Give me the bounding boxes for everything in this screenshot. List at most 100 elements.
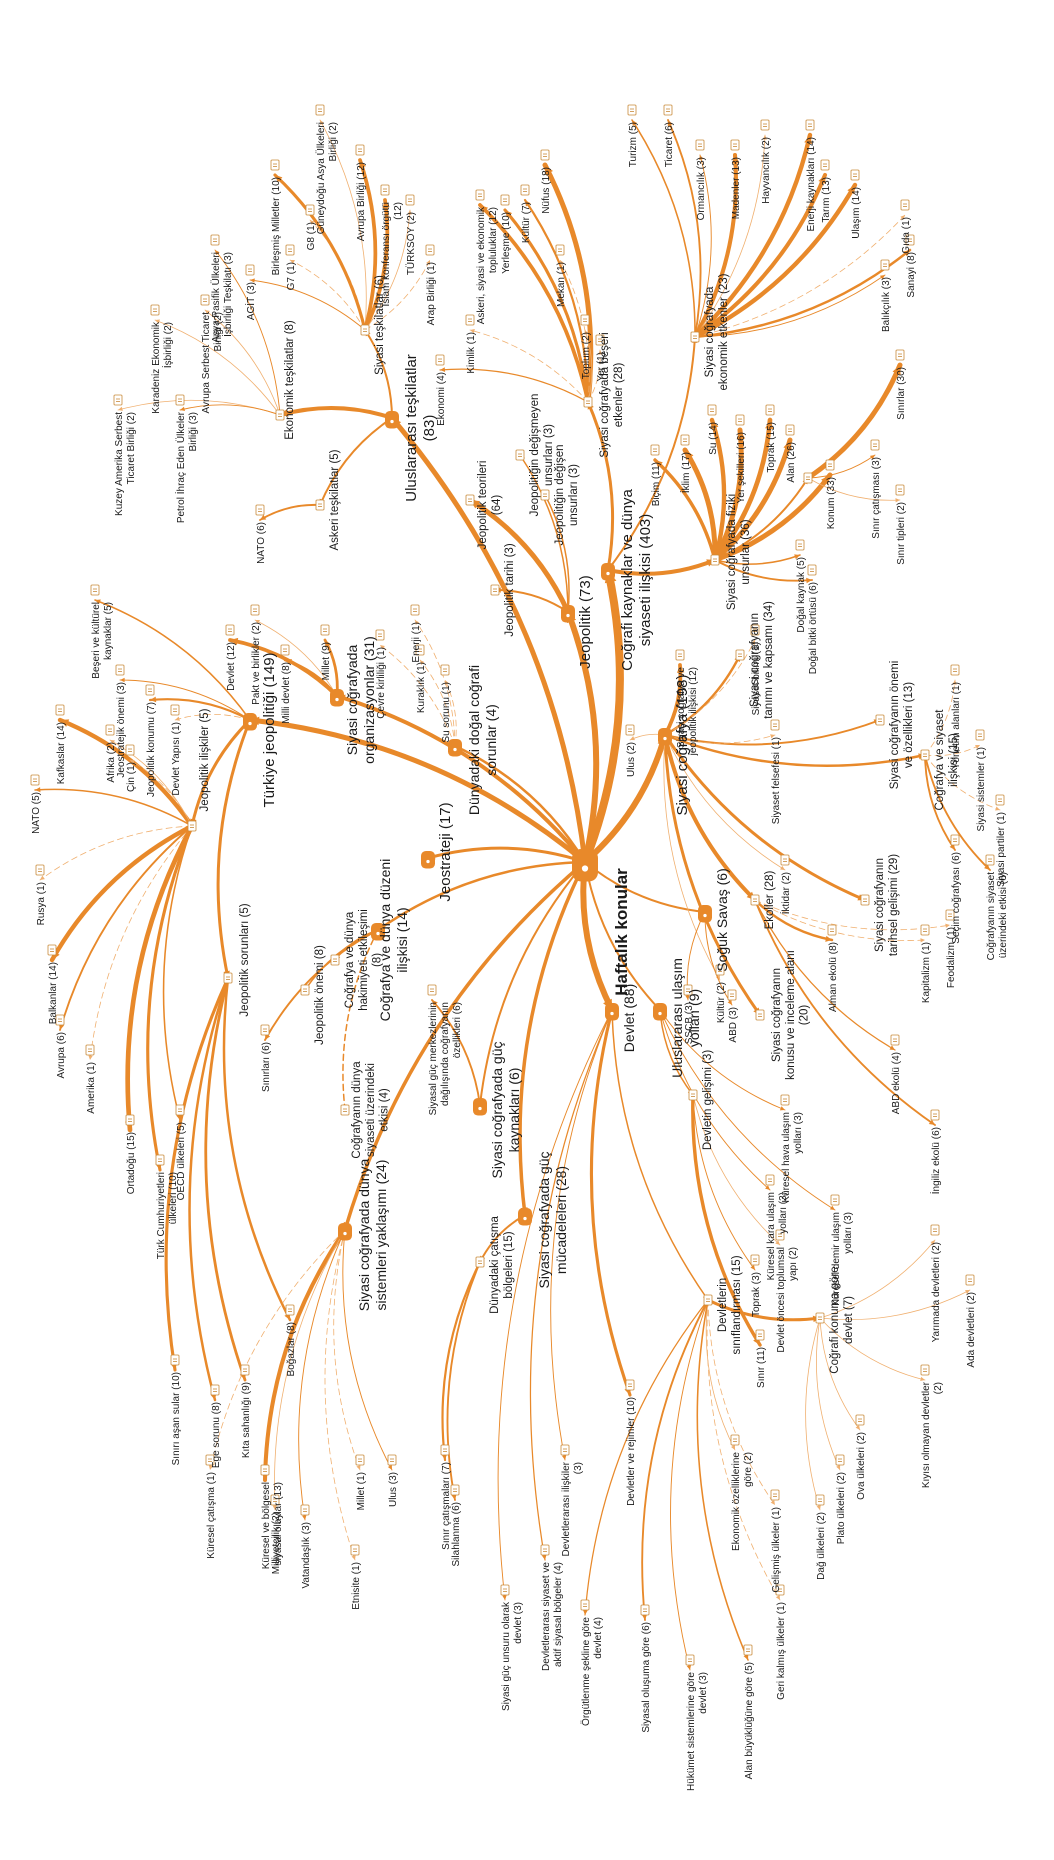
leaf-avrupa-serbest-ticaret-birligi-doc-icon[interactable]	[200, 294, 210, 306]
leaf-konum-doc-icon[interactable]	[825, 459, 835, 471]
leaf-jeostratejik-onemi-doc-icon[interactable]	[115, 664, 125, 676]
soguk_savas-hub-icon[interactable]	[698, 905, 712, 923]
jeostrateji-hub-icon[interactable]	[421, 851, 435, 869]
leaf-yonetim-alanlari-doc-icon[interactable]	[950, 664, 960, 676]
leaf-asya-pasifik-ulkeleri-i-sbirligi-teskilati-doc-icon[interactable]	[210, 234, 220, 246]
leaf-afrika-doc-icon[interactable]	[105, 724, 115, 736]
leaf-hukumet-sistemlerine-gore-devlet-doc-icon[interactable]	[685, 1654, 695, 1666]
leaf-siyasi-sistemler-doc-icon[interactable]	[975, 729, 985, 741]
leaf-rusya-doc-icon[interactable]	[35, 864, 45, 876]
tarihsel-doc-icon[interactable]	[860, 894, 870, 906]
leaf-ulasim-doc-icon[interactable]	[850, 169, 860, 181]
leaf-secim-cografyasi-doc-icon[interactable]	[950, 834, 960, 846]
leaf-kuresel-kara-ulasim-yollari-doc-icon[interactable]	[765, 1174, 775, 1186]
leaf-siniri-asan-sular-doc-icon[interactable]	[170, 1354, 180, 1366]
leaf-sinir-tipleri-doc-icon[interactable]	[895, 484, 905, 496]
leaf-ormancilik-doc-icon[interactable]	[695, 139, 705, 151]
leaf-feodalizm-doc-icon[interactable]	[945, 909, 955, 921]
leaf-kiyisi-olmayan-devletler-doc-icon[interactable]	[920, 1364, 930, 1376]
leaf-sanayi-doc-icon[interactable]	[905, 234, 915, 246]
leaf-dogal-bitki-ortusu-doc-icon[interactable]	[807, 564, 817, 576]
leaf-milliyetcilik-doc-icon[interactable]	[270, 1494, 280, 1506]
leaf-su-sorunu-doc-icon[interactable]	[440, 664, 450, 676]
beseri-doc-icon[interactable]	[583, 396, 593, 408]
leaf-siyaset-bilimi-doc-icon[interactable]	[750, 624, 760, 636]
jeopolitik_sorunlari-doc-icon[interactable]	[223, 972, 233, 984]
leaf-etnisite-doc-icon[interactable]	[350, 1544, 360, 1556]
leaf-kuresel-catisma-doc-icon[interactable]	[205, 1454, 215, 1466]
konuma_gore-doc-icon[interactable]	[815, 1312, 825, 1324]
jeopolitik_teorileri-doc-icon[interactable]	[465, 494, 475, 506]
leaf-guneydogu-asya-ulkeleri-birligi-doc-icon[interactable]	[315, 104, 325, 116]
kaynaklar-hub-icon[interactable]	[601, 563, 615, 581]
leaf-balikcilik-doc-icon[interactable]	[880, 259, 890, 271]
leaf-cevre-kirliligi-doc-icon[interactable]	[375, 629, 385, 641]
sistemler-hub-icon[interactable]	[338, 1223, 352, 1241]
degismeyen-doc-icon[interactable]	[515, 449, 525, 461]
leaf-alan-doc-icon[interactable]	[785, 424, 795, 436]
guc_mucadeleleri-hub-icon[interactable]	[518, 1208, 532, 1226]
leaf-siyaset-felsefesi-doc-icon[interactable]	[770, 719, 780, 731]
leaf-millet-doc-icon[interactable]	[355, 1454, 365, 1466]
leaf-ova-ulkeleri-doc-icon[interactable]	[855, 1414, 865, 1426]
leaf-vatandaslik-doc-icon[interactable]	[300, 1504, 310, 1516]
leaf-hayvancilik-doc-icon[interactable]	[760, 119, 770, 131]
leaf-g7-doc-icon[interactable]	[285, 244, 295, 256]
leaf-arap-birligi-doc-icon[interactable]	[425, 244, 435, 256]
leaf-cografyanin-siyaset-uzerindeki-etkisi-doc-icon[interactable]	[985, 854, 995, 866]
leaf-sinir-doc-icon[interactable]	[755, 1329, 765, 1341]
tanimi-doc-icon[interactable]	[735, 649, 745, 661]
leaf-devlet-doc-icon[interactable]	[225, 624, 235, 636]
leaf-plato-ulkeleri-doc-icon[interactable]	[835, 1454, 845, 1466]
leaf-kafkaslar-doc-icon[interactable]	[55, 704, 65, 716]
ekonomik_teskilatlar-doc-icon[interactable]	[275, 409, 285, 421]
leaf-birlesmis-milletler-doc-icon[interactable]	[270, 159, 280, 171]
leaf-ekonomi-doc-icon[interactable]	[435, 354, 445, 366]
leaf-pakt-ve-birlikler-doc-icon[interactable]	[250, 604, 260, 616]
teskilatlar-hub-icon[interactable]	[385, 411, 399, 429]
jeopolitik_iliskiler-doc-icon[interactable]	[187, 820, 197, 832]
konusu-doc-icon[interactable]	[755, 1009, 765, 1021]
leaf-kuzey-amerika-serbest-ticaret-birligi-doc-icon[interactable]	[113, 394, 123, 406]
onemi_ozellikleri-doc-icon[interactable]	[875, 714, 885, 726]
leaf-ekonomik-ozelliklerine-gore-doc-icon[interactable]	[730, 1434, 740, 1446]
leaf-alan-buyuklugune-gore-doc-icon[interactable]	[743, 1644, 753, 1656]
leaf-kuresel-demir-ulasim-yollari-doc-icon[interactable]	[830, 1194, 840, 1206]
cog_dunya_siyaseti-doc-icon[interactable]	[340, 1104, 350, 1116]
leaf-ticaret-doc-icon[interactable]	[663, 104, 673, 116]
leaf-turksoy-doc-icon[interactable]	[405, 194, 415, 206]
leaf-askeri-siyasi-ve-ekonomik-topluluklar-doc-icon[interactable]	[475, 189, 485, 201]
leaf-enerji-doc-icon[interactable]	[410, 604, 420, 616]
cog_dunya_duzeni-hub-icon[interactable]	[371, 923, 385, 941]
root-hub-icon[interactable]	[572, 849, 598, 882]
devlet-hub-icon[interactable]	[605, 1003, 619, 1021]
leaf-cin-doc-icon[interactable]	[125, 744, 135, 756]
leaf-nato-doc-icon[interactable]	[30, 774, 40, 786]
leaf-milli-devlet-doc-icon[interactable]	[280, 644, 290, 656]
jeopolitik_onemi-doc-icon[interactable]	[300, 984, 310, 996]
leaf-kimlik-doc-icon[interactable]	[465, 314, 475, 326]
leaf-i-ngiliz-ekolu-doc-icon[interactable]	[930, 1109, 940, 1121]
ulasim-hub-icon[interactable]	[653, 1003, 667, 1021]
leaf-silahlanma-doc-icon[interactable]	[450, 1484, 460, 1496]
leaf-sinir-catismalari-doc-icon[interactable]	[440, 1444, 450, 1456]
ekoller-doc-icon[interactable]	[750, 894, 760, 906]
leaf-kuresel-ve-bolgesel-siyasal-olaylar-doc-icon[interactable]	[260, 1464, 270, 1476]
sinirlar-doc-icon[interactable]	[803, 472, 813, 484]
leaf-ege-sorunu-doc-icon[interactable]	[210, 1384, 220, 1396]
leaf-dag-ulkeleri-doc-icon[interactable]	[815, 1494, 825, 1506]
leaf-siyasi-guc-unsuru-olarak-devlet-doc-icon[interactable]	[500, 1584, 510, 1596]
leaf-gelismis-ulkeler-doc-icon[interactable]	[770, 1489, 780, 1501]
ekonomik_etkenler-doc-icon[interactable]	[690, 331, 700, 343]
leaf-alman-ekolu-doc-icon[interactable]	[827, 924, 837, 936]
leaf-mekan-doc-icon[interactable]	[555, 244, 565, 256]
leaf-agi-t-doc-icon[interactable]	[245, 264, 255, 276]
dunyadaki_dogal-hub-icon[interactable]	[448, 739, 462, 757]
leaf-i-slam-konferansi-orgutu-doc-icon[interactable]	[380, 184, 390, 196]
fiziki-doc-icon[interactable]	[710, 554, 720, 566]
leaf-bogazlar-doc-icon[interactable]	[285, 1304, 295, 1316]
leaf-ulus-doc-icon[interactable]	[387, 1454, 397, 1466]
leaf-i-klim-doc-icon[interactable]	[680, 434, 690, 446]
leaf-tarim-doc-icon[interactable]	[820, 159, 830, 171]
leaf-ulus-doc-icon[interactable]	[625, 724, 635, 736]
